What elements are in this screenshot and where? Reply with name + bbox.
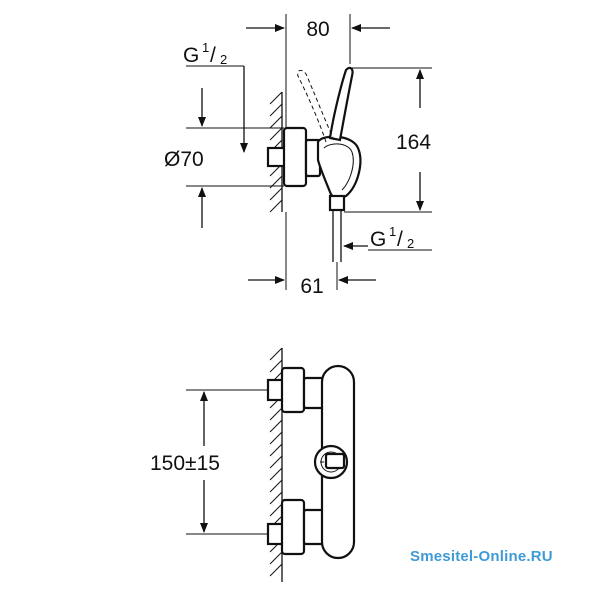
dim-height: 164: [396, 131, 431, 154]
lever-handle: [328, 66, 354, 142]
lower-flange: [280, 498, 306, 556]
lever-knob-cap: [324, 452, 346, 470]
dim-depth: 61: [300, 275, 323, 298]
flange: [282, 126, 308, 188]
thread-top-den: 2: [220, 52, 227, 67]
outlet-nozzle: [328, 194, 346, 212]
lever-alt-position: [297, 69, 335, 143]
mixer-body: [316, 135, 362, 200]
watermark-text: Smesitel-Online.RU: [410, 548, 553, 565]
dim-flange-diameter: Ø70: [164, 148, 204, 171]
thread-bottom-den: 2: [407, 236, 414, 251]
thread-bottom-num: 1: [389, 224, 396, 239]
upper-flange: [280, 366, 306, 414]
side-view: 80 G 1 / 2 Ø70 164 G 1 / 2 61: [164, 14, 432, 298]
dim-center-distance: 150±15: [150, 452, 220, 475]
thread-bottom-prefix: G: [370, 228, 386, 251]
thread-bottom-slash: /: [397, 228, 403, 251]
thread-top-slash: /: [210, 44, 216, 67]
thread-top-prefix: G: [183, 44, 199, 67]
dim-width-top: 80: [306, 18, 329, 41]
front-view: 150±15: [150, 347, 356, 582]
thread-top-num: 1: [202, 40, 209, 55]
mixer-body-inner: [323, 143, 354, 191]
